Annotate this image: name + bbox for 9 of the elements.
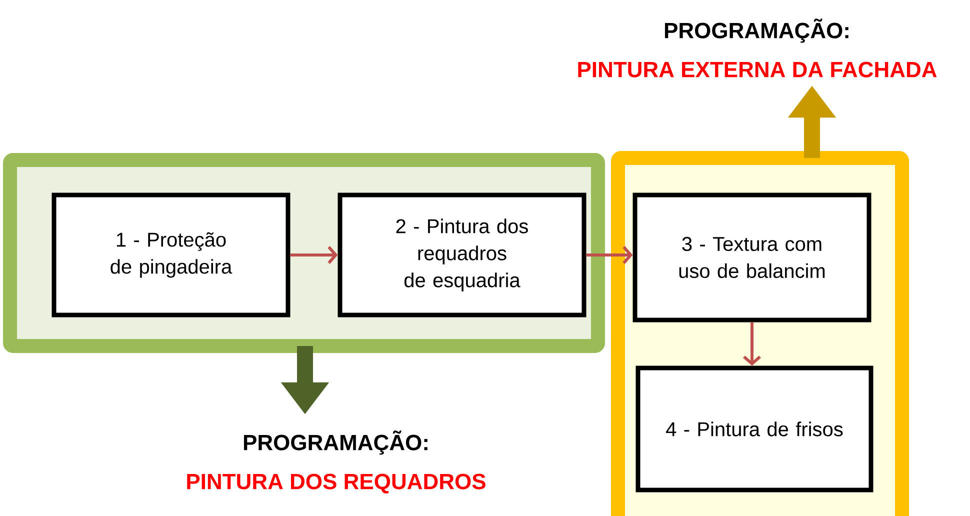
arrow — [743, 322, 761, 366]
arrow — [290, 246, 338, 264]
arrow — [586, 246, 633, 264]
heading-text: PROGRAMAÇÃO: PINTURA EXTERNA DA FACHADA — [578, 18, 937, 78]
process-box: 4 - Pintura de frisos — [636, 366, 874, 492]
process-box: 1 - Proteção de pingadeira — [52, 192, 290, 318]
process-box: 3 - Textura com uso de balancim — [632, 192, 872, 322]
process-box: 2 - Pintura dos requadros de esquadria — [338, 192, 586, 318]
heading-text: PROGRAMAÇÃO: PINTURA DOS REQUADROS — [187, 430, 486, 494]
